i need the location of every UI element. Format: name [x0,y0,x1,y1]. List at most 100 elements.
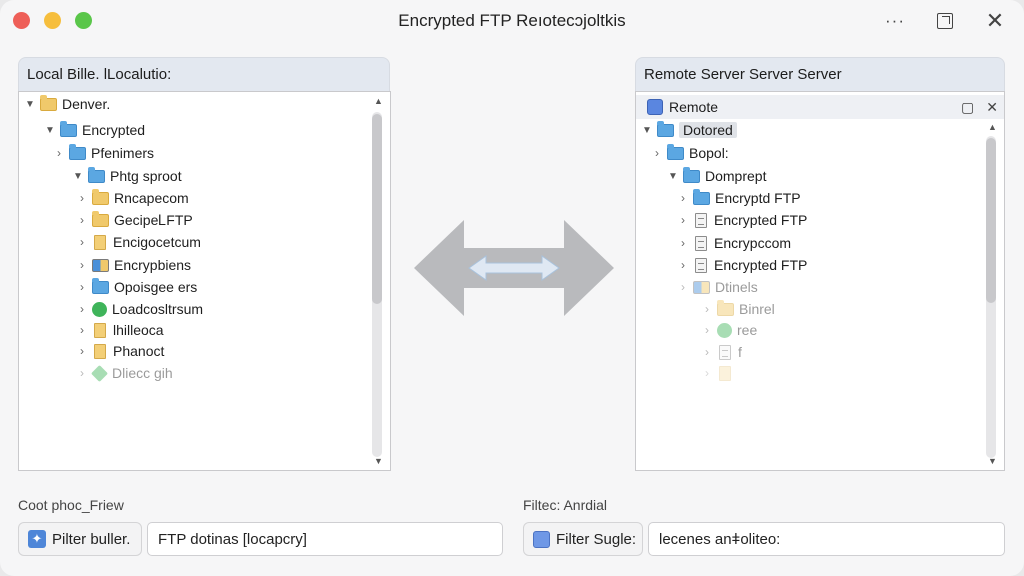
folder-icon [717,299,734,316]
folder-icon [657,120,674,137]
scrollbar-thumb[interactable] [986,138,996,303]
green-diamond-icon [91,364,108,382]
tree-item-label: Dliecc gih [112,365,173,381]
tree-item[interactable]: ▼ Phtg sproot [71,165,182,187]
chevron-right-icon[interactable]: › [80,366,84,380]
tree-item-label: Encrypted FTP [714,257,808,273]
tree-item[interactable]: ▼Dotored [640,119,737,141]
remote-file-tree[interactable]: Remote ▢ ✕ ▲ ▼ ▼Dotored›Bopol:▼Domprept›… [635,91,1005,471]
chevron-right-icon[interactable]: › [57,146,61,160]
chevron-right-icon[interactable]: › [705,323,709,337]
scrollbar-thumb[interactable] [372,114,382,304]
tree-item[interactable]: ›f [700,341,742,363]
folder-icon [69,143,86,160]
scroll-down-arrow[interactable]: ▼ [988,456,997,466]
chevron-down-icon[interactable]: ▼ [668,170,678,182]
tree-item[interactable]: › Opoisgee ers [75,276,197,298]
chevron-right-icon[interactable]: › [681,280,685,294]
chevron-right-icon[interactable]: › [705,366,709,380]
tree-item-label: Binrel [739,301,775,317]
file-icon [695,257,707,273]
tree-item[interactable]: › Binrel [700,298,775,320]
scroll-up-arrow[interactable]: ▲ [988,122,997,132]
chevron-down-icon[interactable]: ▼ [45,124,55,136]
tree-item[interactable]: › [700,362,738,384]
chevron-right-icon[interactable]: › [80,258,84,272]
scroll-down-arrow[interactable]: ▼ [374,456,383,466]
remote-server-icon [647,99,663,115]
filter-icon: ✦ [28,530,46,548]
mixed-icon [693,280,710,294]
tree-item[interactable]: › Loadcosltrsum [75,298,203,320]
chevron-right-icon[interactable]: › [705,302,709,316]
folder-icon [92,277,109,294]
popout-window-button[interactable] [932,8,958,34]
close-icon[interactable]: ✕ [986,99,998,115]
tree-item-label: Opoisgee ers [114,279,198,295]
tree-item[interactable]: ›Pfenimers [52,142,154,164]
chevron-right-icon[interactable]: › [80,235,84,249]
local-filter-input[interactable]: FTP dotinas [locapcry] [147,522,503,556]
local-filter-label: Pilter buller. [52,530,131,548]
tree-item[interactable]: ▼Domprept [666,165,766,187]
chevron-down-icon[interactable]: ▼ [25,98,35,110]
chevron-down-icon[interactable]: ▼ [73,170,83,182]
chevron-right-icon[interactable]: › [681,258,685,272]
local-file-tree[interactable]: ▲ ▼ ▼Denver. ▼Encrypted›Pfenimers ▼ Phtg sp… [18,91,391,471]
chevron-right-icon[interactable]: › [681,191,685,205]
window-close-dot[interactable] [13,12,30,29]
tree-item[interactable]: › Dliecc gih [75,362,173,384]
folder-icon [667,143,684,160]
tree-item-label: f [738,344,742,360]
tree-item-label: Encigocetcum [113,234,201,250]
tree-item[interactable]: ▼Encrypted [43,119,145,141]
tree-item[interactable]: ›Rncapecom [75,187,189,209]
tree-item-label: Encrypbiens [114,257,192,273]
close-window-button[interactable]: ✕ [985,8,1005,33]
tree-item[interactable]: › Encrypted FTP [676,254,807,276]
popout-icon [937,13,953,29]
remote-panel-header: Remote Server Server Server [635,57,1005,91]
chevron-right-icon[interactable]: › [80,302,84,316]
scroll-up-arrow[interactable]: ▲ [374,96,383,106]
window-maximize-dot[interactable] [75,12,92,29]
tree-item-label: Loadcosltrsum [112,301,204,317]
tree-item[interactable]: ›Encrypted FTP [676,209,807,231]
file-icon [94,234,106,250]
chevron-right-icon[interactable]: › [80,191,84,205]
comment-icon[interactable]: ▢ [961,99,975,115]
folder-icon [693,188,710,205]
remote-filter-button[interactable]: Filter Sugle: [523,522,643,556]
tree-item[interactable]: ›ree [700,319,757,341]
tree-item[interactable]: ›Bopol: [650,142,729,164]
tree-item-label: Phtg sproot [110,168,182,184]
remote-filter-label: Filter Sugle: [556,530,637,548]
tree-item[interactable]: › Encrypbiens [75,254,191,276]
chevron-right-icon[interactable]: › [80,323,84,337]
chevron-right-icon[interactable]: › [681,236,685,250]
chevron-right-icon[interactable]: › [681,213,685,227]
tree-item[interactable]: ›Encrypccom [676,232,791,254]
transfer-arrows-icon[interactable] [414,220,614,316]
folder-icon [40,94,57,111]
chevron-right-icon[interactable]: › [80,344,84,358]
tree-item[interactable]: ›GecipeᏞFTP [75,209,193,231]
tree-item[interactable]: › Encigocetcum [75,231,201,253]
tree-item[interactable]: ›Phanoct [75,340,164,362]
folder-icon [88,166,105,183]
window-minimize-dot[interactable] [44,12,61,29]
chevron-down-icon[interactable]: ▼ [642,124,652,136]
chevron-right-icon[interactable]: › [80,213,84,227]
more-options-button[interactable]: ··· [885,11,905,30]
chevron-right-icon[interactable]: › [705,345,709,359]
tree-item[interactable]: ▼Denver. [23,93,110,115]
tree-item[interactable]: ›lhilleoca [75,319,164,341]
chevron-right-icon[interactable]: › [80,280,84,294]
local-filter-button[interactable]: ✦ Pilter buller. [18,522,142,556]
remote-filter-input[interactable]: lecenes anǂoliteo: [648,522,1005,556]
remote-filter-caption: Filtec: Anrdial [523,497,608,513]
chevron-right-icon[interactable]: › [655,146,659,160]
tree-item[interactable]: ›Dtinels [676,276,758,298]
tree-item[interactable]: ›Encryptd FTP [676,187,801,209]
